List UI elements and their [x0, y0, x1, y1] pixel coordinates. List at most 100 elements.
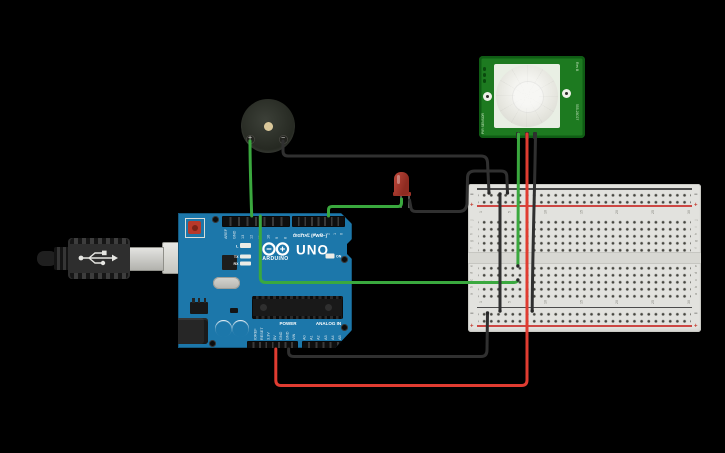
svg-text:i: i: [470, 226, 474, 227]
svg-text:30: 30: [687, 300, 691, 304]
svg-text:1: 1: [479, 211, 483, 213]
svg-text:15: 15: [579, 300, 583, 304]
component-leg: [203, 297, 206, 303]
bottom-rail-negative-line: [477, 306, 692, 309]
smd-component: [230, 308, 238, 313]
buzzer-positive-terminal[interactable]: +: [245, 134, 255, 144]
svg-text:c: c: [470, 279, 474, 281]
mounting-hole: [211, 216, 219, 223]
svg-text:A1: A1: [310, 335, 314, 340]
svg-text:5: 5: [508, 211, 512, 213]
svg-text:+: +: [694, 324, 698, 330]
power-jack: [178, 318, 208, 344]
svg-text:1: 1: [333, 233, 337, 235]
buzzer-plus-sign: +: [247, 134, 253, 142]
component-leg: [192, 297, 195, 303]
pir-jumper-pad: [482, 79, 486, 83]
svg-text:A2: A2: [317, 335, 321, 340]
svg-text:9: 9: [275, 237, 279, 239]
svg-text:b: b: [470, 286, 474, 288]
top-rail-negative-line: [477, 188, 692, 190]
svg-text:5: 5: [508, 301, 512, 303]
pir-screw-hole-left: [483, 92, 492, 101]
svg-text:GND: GND: [286, 331, 290, 340]
svg-text:A3: A3: [324, 335, 328, 340]
svg-text:1: 1: [479, 301, 483, 303]
svg-text:g: g: [694, 240, 698, 242]
svg-text:20: 20: [615, 210, 619, 214]
svg-text:−: −: [694, 192, 698, 198]
svg-text:j: j: [470, 219, 474, 221]
svg-text:d: d: [694, 272, 698, 274]
svg-text:−: −: [470, 192, 474, 198]
usb-strain-relief[interactable]: [54, 247, 70, 270]
svg-text:PIR SENSOR: PIR SENSOR: [481, 113, 485, 134]
svg-text:15: 15: [579, 210, 583, 214]
crystal-oscillator: [213, 277, 240, 289]
svg-text:A5: A5: [338, 335, 342, 340]
chip-dimple: [259, 304, 267, 311]
svg-text:+: +: [470, 203, 474, 209]
svg-text:e: e: [694, 265, 698, 267]
led-anode-leg[interactable]: [400, 195, 402, 208]
usb-plug[interactable]: [68, 238, 130, 279]
svg-text:ANALOG IN: ANALOG IN: [316, 321, 341, 326]
svg-text:f: f: [694, 248, 698, 249]
wire-buzzer-ground[interactable]: [281, 139, 491, 195]
bottom-rail-positive-line: [477, 325, 692, 327]
svg-text:−: −: [470, 311, 474, 317]
svg-text:i: i: [694, 226, 698, 227]
usb-metal-shaft[interactable]: [128, 247, 164, 271]
led-cathode-leg[interactable]: [408, 195, 410, 208]
arduino-silkscreen: AREF GND 13 12 11 10 9 8 7 6 5 4 3 2 1 0…: [224, 228, 344, 340]
svg-text:h: h: [470, 233, 474, 235]
buzzer-minus-sign: −: [280, 134, 286, 142]
reset-button[interactable]: [185, 218, 205, 238]
svg-text:b: b: [694, 286, 698, 288]
voltage-regulator: [222, 255, 237, 270]
svg-text:8: 8: [284, 237, 288, 239]
svg-text:0: 0: [340, 233, 344, 235]
pir-sensor[interactable]: Rev B 555-28027 PIR SENSOR: [479, 56, 585, 139]
mounting-hole: [209, 339, 216, 347]
pir-dome-inner-ring: [512, 81, 544, 113]
svg-text:ARDUINO: ARDUINO: [262, 256, 288, 262]
svg-text:25: 25: [651, 210, 655, 214]
svg-text:a: a: [470, 293, 474, 295]
svg-text:c: c: [694, 279, 698, 281]
svg-text:RESET: RESET: [260, 327, 264, 340]
svg-text:−: −: [694, 311, 698, 317]
led-highlight: [396, 175, 400, 184]
svg-text:+: +: [470, 324, 474, 330]
svg-text:GND: GND: [233, 230, 237, 239]
svg-text:IOREF: IOREF: [254, 328, 258, 340]
pir-jumper-pad: [482, 73, 486, 77]
svg-text:13: 13: [241, 235, 245, 239]
svg-text:10: 10: [267, 235, 271, 239]
svg-text:a: a: [694, 293, 698, 295]
svg-text:DIGITAL (PWM~): DIGITAL (PWM~): [293, 233, 327, 238]
small-component: [190, 302, 208, 314]
svg-text:e: e: [470, 265, 474, 267]
svg-text:5V: 5V: [273, 335, 277, 340]
svg-text:30: 30: [687, 210, 691, 214]
svg-text:555-28027: 555-28027: [575, 104, 579, 120]
arduino-uno-board[interactable]: AREF GND 13 12 11 10 9 8 7 6 5 4 3 2 1 0…: [178, 213, 352, 348]
breadboard[interactable]: − + − + − + − + 1 5 10 15 20 25 30 1 5 1…: [468, 184, 701, 332]
svg-text:10: 10: [544, 210, 548, 214]
svg-text:ON: ON: [336, 255, 342, 259]
svg-text:j: j: [694, 219, 698, 221]
wire-buzzer-signal[interactable]: [248, 139, 254, 218]
buzzer-negative-terminal[interactable]: −: [278, 134, 288, 144]
svg-text:f: f: [470, 248, 474, 249]
svg-text:TX: TX: [234, 255, 239, 259]
svg-text:11: 11: [258, 235, 262, 239]
svg-text:A0: A0: [303, 335, 307, 340]
svg-text:+: +: [694, 203, 698, 209]
buzzer-center: [263, 121, 273, 131]
svg-text:A4: A4: [331, 335, 335, 340]
svg-text:POWER: POWER: [279, 321, 297, 326]
pir-jumper-pad: [482, 67, 486, 71]
usb-cable-end[interactable]: [37, 251, 57, 266]
